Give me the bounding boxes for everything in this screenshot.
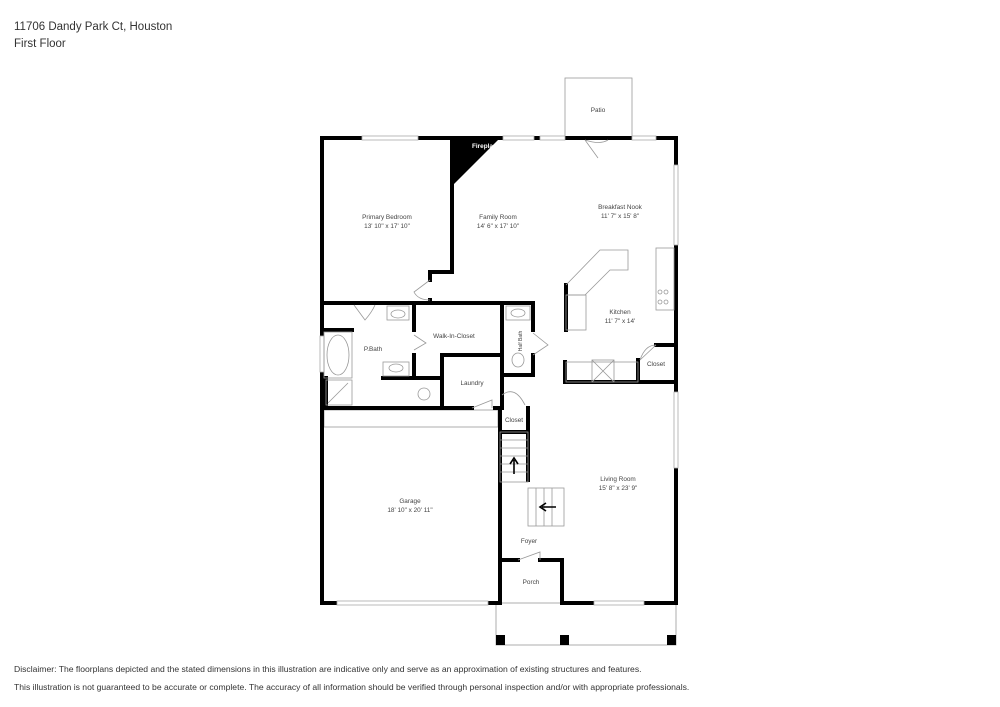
pillar [560, 635, 569, 645]
living-room-label: Living Room [600, 476, 636, 483]
family-room-label: Family Room [479, 214, 517, 221]
fixtures [323, 247, 675, 527]
stair-left-arrow-icon [538, 502, 556, 512]
primary-bedroom-label: Primary Bedroom [362, 214, 412, 221]
garage-dims: 18' 10" x 20' 11" [387, 507, 432, 514]
primary-bedroom-dims: 13' 10" x 17' 10" [364, 223, 410, 230]
p-bath-label: P.Bath [364, 346, 383, 353]
doors [353, 139, 657, 561]
foyer-label: Foyer [521, 538, 538, 545]
stair-up-arrow-icon [509, 456, 519, 474]
half-bath-label: Half Bath [518, 331, 524, 352]
porch-label: Porch [523, 579, 540, 586]
breakfast-nook-dims: 11' 7" x 15' 8" [601, 213, 639, 220]
windows [319, 135, 679, 606]
pillar [667, 635, 676, 645]
address-title: 11706 Dandy Park Ct, Houston [14, 21, 173, 33]
walk-in-closet-label: Walk-In-Closet [433, 333, 475, 340]
disclaimer-line-1: Disclaimer: The floorplans depicted and … [14, 664, 642, 674]
breakfast-nook-label: Breakfast Nook [598, 204, 642, 211]
hall-closet-label: Closet [505, 417, 523, 424]
kitchen-closet-label: Closet [647, 361, 665, 368]
family-room-dims: 14' 6" x 17' 10" [477, 223, 519, 230]
laundry-label: Laundry [460, 380, 484, 387]
floor-title: First Floor [14, 38, 66, 50]
fireplace [452, 138, 500, 186]
kitchen-label: Kitchen [609, 309, 631, 316]
front-deck [495, 602, 677, 646]
garage-label: Garage [399, 498, 421, 505]
living-room-dims: 15' 8" x 23' 9" [599, 485, 638, 492]
fireplace-label: Fireplace [472, 143, 501, 150]
garage-step [323, 409, 499, 428]
patio-label: Patio [591, 107, 606, 114]
pillar [496, 635, 505, 645]
disclaimer-line-2: This illustration is not guaranteed to b… [14, 682, 690, 692]
kitchen-dims: 11' 7" x 14' [605, 318, 636, 325]
